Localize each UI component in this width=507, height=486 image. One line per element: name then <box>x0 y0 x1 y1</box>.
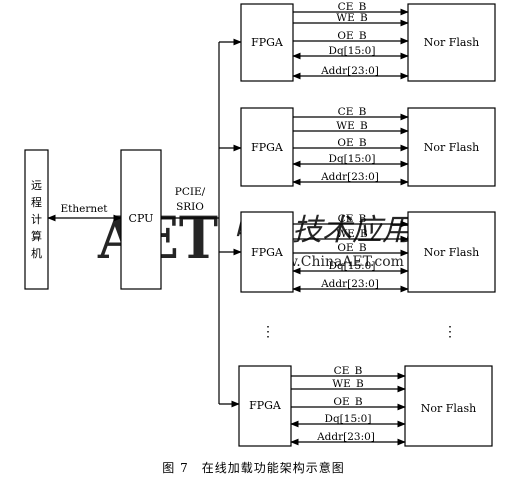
fpga-label: FPGA <box>251 141 284 154</box>
nor-flash-label: Nor Flash <box>424 141 479 154</box>
signal-label-dq: Dq[15:0] <box>329 153 376 165</box>
nor-flash-box <box>407 3 496 82</box>
signal-label-we: WE_B <box>332 378 364 390</box>
figure-caption: 图 7 在线加载功能架构示意图 <box>162 461 345 475</box>
signal-label-we: WE_B <box>336 12 368 24</box>
remote-char: 计 <box>31 213 42 226</box>
ethernet-label: Ethernet <box>60 203 108 215</box>
remote-char: 程 <box>31 196 42 209</box>
remote-char: 远 <box>31 179 42 192</box>
bus-label-line2: SRIO <box>176 201 204 213</box>
nor-flash-label: Nor Flash <box>424 246 479 259</box>
signal-label-dq: Dq[15:0] <box>325 413 372 425</box>
signal-label-dq: Dq[15:0] <box>329 260 376 272</box>
watermark-url: www.ChinaAET.com <box>262 254 404 270</box>
fpga-flash-group: FPGA Nor Flash CE_B WE_B OE_B Dq[15:0] A… <box>240 211 496 293</box>
signal-label-addr: Addr[23:0] <box>320 278 379 290</box>
fpga-box <box>240 3 294 82</box>
signal-label-oe: OE_B <box>337 137 367 149</box>
signal-label-oe: OE_B <box>337 30 367 42</box>
fpga-box <box>240 211 294 293</box>
signal-label-addr: Addr[23:0] <box>316 431 375 443</box>
fpga-flash-group: FPGA Nor Flash CE_B WE_B OE_B Dq[15:0] A… <box>240 106 496 187</box>
signal-label-we: WE_B <box>336 120 368 132</box>
signal-label-addr: Addr[23:0] <box>320 171 379 183</box>
nor-flash-label: Nor Flash <box>424 36 479 49</box>
signal-label-oe: OE_B <box>333 396 363 408</box>
cpu-label: CPU <box>129 212 154 225</box>
nor-flash-box <box>407 211 496 293</box>
signal-label-dq: Dq[15:0] <box>329 45 376 57</box>
signal-label-ce: CE_B <box>338 213 367 225</box>
fpga-label: FPGA <box>251 246 284 259</box>
cpu-box <box>120 149 162 290</box>
signal-label-ce: CE_B <box>338 1 367 13</box>
fpga-box <box>240 107 294 187</box>
signal-label-we: WE_B <box>336 228 368 240</box>
ellipsis-left: ⋮ <box>261 324 275 340</box>
bus-label-line1: PCIE/ <box>175 186 206 198</box>
fpga-flash-group: FPGA Nor Flash CE_B WE_B OE_B Dq[15:0] A… <box>238 365 493 447</box>
signal-label-addr: Addr[23:0] <box>320 65 379 77</box>
nor-flash-label: Nor Flash <box>421 402 476 415</box>
nor-flash-box <box>404 365 493 447</box>
signal-label-ce: CE_B <box>334 365 363 377</box>
remote-computer-label: 远 程 计 算 机 <box>31 179 42 260</box>
fpga-flash-group: FPGA Nor Flash CE_B WE_B OE_B Dq[15:0] A… <box>240 1 496 82</box>
fpga-label: FPGA <box>251 36 284 49</box>
fpga-label: FPGA <box>249 399 282 412</box>
signal-label-oe: OE_B <box>337 242 367 254</box>
remote-char: 机 <box>31 246 42 260</box>
fpga-box <box>238 365 292 447</box>
ellipsis-right: ⋮ <box>443 324 457 340</box>
remote-char: 算 <box>31 229 42 243</box>
signal-label-ce: CE_B <box>338 106 367 118</box>
